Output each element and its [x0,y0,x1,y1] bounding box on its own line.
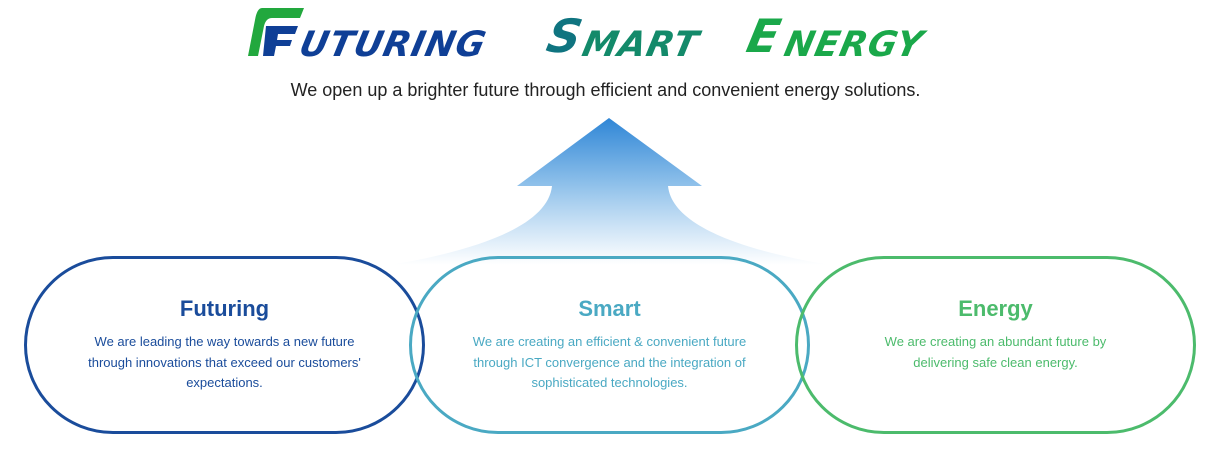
energy-pill-outline [795,256,1196,434]
card-energy: Energy We are creating an abundant futur… [795,256,1196,434]
card-title: Futuring [179,296,270,321]
card-title: Smart [578,296,641,321]
card-futuring: Futuring We are leading the way towards … [24,256,425,434]
card-text: We are leading the way towards a new fut… [88,334,361,390]
logo-word-nergy: NERGY [780,25,928,65]
card-text: We are creating an abundant future by de… [884,334,1107,370]
logo: UTURING S MART E NERGY [248,4,972,65]
logo-word-futuring: UTURING [295,25,490,65]
logo-f-mark-icon [248,8,304,56]
tagline: We open up a brighter future through eff… [290,80,921,100]
arrow-icon [390,118,830,265]
logo-word-mart: MART [578,25,703,65]
card-smart: Smart We are creating an efficient & con… [409,256,810,434]
logo-letter-e: E [742,9,787,63]
card-text: We are creating an efficient & convenien… [472,334,747,390]
card-title: Energy [958,296,1033,321]
